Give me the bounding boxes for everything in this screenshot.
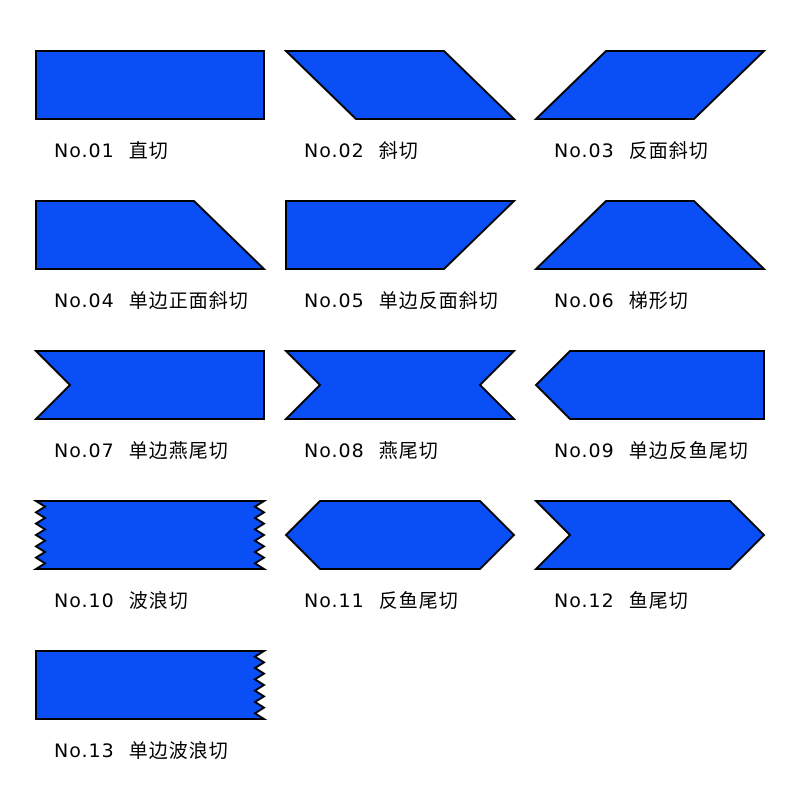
cut-name: 单边燕尾切 bbox=[129, 440, 229, 462]
cut-label: No.05 单边反面斜切 bbox=[304, 290, 499, 312]
cut-name: 反鱼尾切 bbox=[379, 590, 459, 612]
cut-shape-single-reverse-fishtail bbox=[534, 350, 765, 420]
cut-label: No.12 鱼尾切 bbox=[554, 590, 689, 612]
cut-label: No.02 斜切 bbox=[304, 140, 419, 162]
cut-number: No.06 bbox=[554, 290, 615, 312]
cut-number: No.03 bbox=[554, 140, 615, 162]
cut-label: No.03 反面斜切 bbox=[554, 140, 709, 162]
cut-name: 斜切 bbox=[379, 140, 419, 162]
cut-label: No.13 单边波浪切 bbox=[54, 740, 229, 762]
cut-shape-single-wave bbox=[35, 650, 268, 720]
cut-shape-single-slant bbox=[35, 200, 267, 270]
cut-number: No.04 bbox=[54, 290, 115, 312]
cut-number: No.07 bbox=[54, 440, 115, 462]
cut-name: 单边反面斜切 bbox=[379, 290, 499, 312]
cut-label: No.09 单边反鱼尾切 bbox=[554, 440, 749, 462]
cut-number: No.08 bbox=[304, 440, 365, 462]
cut-label: No.01 直切 bbox=[54, 140, 169, 162]
cut-number: No.09 bbox=[554, 440, 615, 462]
cut-shape-single-swallowtail bbox=[33, 350, 265, 420]
cut-label: No.04 单边正面斜切 bbox=[54, 290, 249, 312]
cut-name: 梯形切 bbox=[629, 290, 689, 312]
cut-shape-fishtail bbox=[533, 500, 766, 570]
cut-number: No.13 bbox=[54, 740, 115, 762]
cut-number: No.01 bbox=[54, 140, 115, 162]
cut-name: 单边正面斜切 bbox=[129, 290, 249, 312]
cut-shape-straight bbox=[35, 50, 265, 120]
cut-number: No.11 bbox=[304, 590, 365, 612]
cut-number: No.02 bbox=[304, 140, 365, 162]
cut-label: No.11 反鱼尾切 bbox=[304, 590, 459, 612]
cut-number: No.12 bbox=[554, 590, 615, 612]
cut-shape-reverse-slant bbox=[533, 50, 767, 120]
cut-name: 直切 bbox=[129, 140, 169, 162]
cut-shape-slant bbox=[283, 50, 517, 120]
cut-name: 反面斜切 bbox=[629, 140, 709, 162]
cut-number: No.05 bbox=[304, 290, 365, 312]
cut-name: 单边反鱼尾切 bbox=[629, 440, 749, 462]
cut-number: No.10 bbox=[54, 590, 115, 612]
cut-name: 单边波浪切 bbox=[129, 740, 229, 762]
cut-label: No.07 单边燕尾切 bbox=[54, 440, 229, 462]
cut-label: No.10 波浪切 bbox=[54, 590, 189, 612]
cut-shape-swallowtail bbox=[283, 350, 517, 420]
cut-label: No.06 梯形切 bbox=[554, 290, 689, 312]
cut-name: 鱼尾切 bbox=[629, 590, 689, 612]
cut-name: 燕尾切 bbox=[379, 440, 439, 462]
cut-shape-single-reverse-slant bbox=[285, 200, 517, 270]
cut-shape-reverse-fishtail bbox=[284, 500, 516, 570]
cut-name: 波浪切 bbox=[129, 590, 189, 612]
cut-label: No.08 燕尾切 bbox=[304, 440, 439, 462]
cut-shape-wave bbox=[32, 500, 268, 570]
cut-shape-trapezoid bbox=[533, 200, 767, 270]
